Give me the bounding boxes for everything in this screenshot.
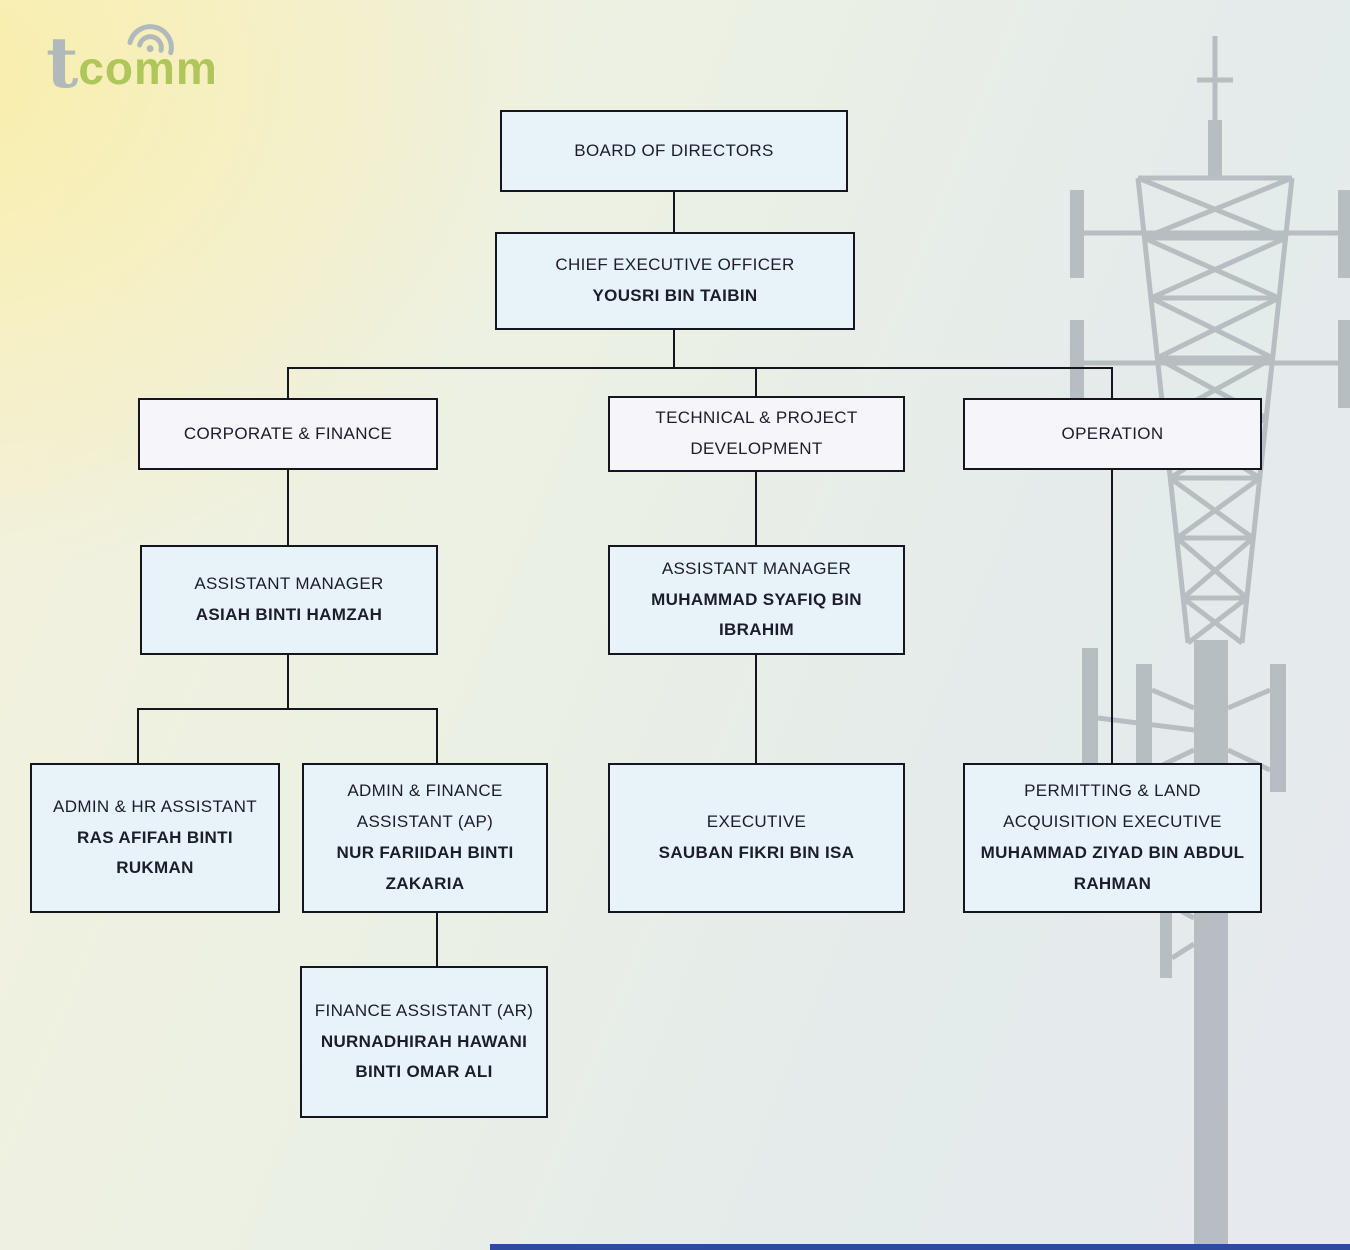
node-person-name: NURNADHIRAH HAWANI BINTI OMAR ALI <box>320 1031 528 1082</box>
connector <box>137 708 139 763</box>
node-title: OPERATION <box>1061 423 1164 443</box>
connector <box>673 330 675 367</box>
connector <box>1111 367 1113 398</box>
node-title: ADMIN & FINANCE ASSISTANT (AP) <box>347 781 503 832</box>
node-technical-project-development: TECHNICAL & PROJECT DEVELOPMENT <box>608 396 905 472</box>
node-person-name: NUR FARIIDAH BINTI ZAKARIA <box>336 843 514 893</box>
node-permitting-land-acquisition-executive: PERMITTING & LAND ACQUISITION EXECUTIVE … <box>963 763 1262 913</box>
node-title: FINANCE ASSISTANT (AR) <box>314 1000 534 1020</box>
connector <box>673 192 675 232</box>
connector <box>287 470 289 545</box>
node-assistant-manager-corporate: ASSISTANT MANAGER ASIAH BINTI HAMZAH <box>140 545 438 655</box>
node-admin-hr-assistant: ADMIN & HR ASSISTANT RAS AFIFAH BINTI RU… <box>30 763 280 913</box>
node-title: TECHNICAL & PROJECT DEVELOPMENT <box>655 408 858 458</box>
connector <box>755 655 757 763</box>
node-person-name: MUHAMMAD ZIYAD BIN ABDUL RAHMAN <box>980 843 1245 893</box>
node-title: ASSISTANT MANAGER <box>661 558 852 578</box>
connector <box>287 367 1113 369</box>
node-person-name: MUHAMMAD SYAFIQ BIN IBRAHIM <box>651 589 862 640</box>
node-title: ADMIN & HR ASSISTANT <box>53 796 257 816</box>
node-board-of-directors: BOARD OF DIRECTORS <box>500 110 848 192</box>
brand-logo-t: t <box>46 21 79 104</box>
connector <box>137 708 438 710</box>
connector <box>436 708 438 763</box>
cell-tower-graphic <box>1070 36 1350 1250</box>
node-executive: EXECUTIVE SAUBAN FIKRI BIN ISA <box>608 763 905 913</box>
node-title: PERMITTING & LAND ACQUISITION EXECUTIVE <box>1003 781 1222 832</box>
wifi-icon <box>127 24 174 56</box>
node-admin-finance-assistant-ap: ADMIN & FINANCE ASSISTANT (AP) NUR FARII… <box>302 763 548 913</box>
node-person-name: RAS AFIFAH BINTI RUKMAN <box>77 827 233 878</box>
node-assistant-manager-technical: ASSISTANT MANAGER MUHAMMAD SYAFIQ BIN IB… <box>608 545 905 655</box>
connector <box>287 655 289 710</box>
connector <box>1111 470 1113 763</box>
node-operation: OPERATION <box>963 398 1262 470</box>
connector <box>436 913 438 966</box>
node-title: CORPORATE & FINANCE <box>183 423 393 443</box>
bottom-accent-bar <box>490 1244 1350 1250</box>
brand-logo: t comm <box>46 21 218 104</box>
connector <box>755 472 757 545</box>
connector <box>755 367 757 396</box>
node-corporate-finance: CORPORATE & FINANCE <box>138 398 438 470</box>
brand-logo-comm: comm <box>78 41 218 94</box>
node-person-name: ASIAH BINTI HAMZAH <box>195 605 383 624</box>
node-person-name: YOUSRI BIN TAIBIN <box>592 286 758 305</box>
node-title: EXECUTIVE <box>706 812 807 832</box>
connector <box>287 367 289 398</box>
node-title: CHIEF EXECUTIVE OFFICER <box>555 255 795 275</box>
node-ceo: CHIEF EXECUTIVE OFFICER YOUSRI BIN TAIBI… <box>495 232 855 330</box>
node-person-name: SAUBAN FIKRI BIN ISA <box>658 843 855 862</box>
node-title: ASSISTANT MANAGER <box>194 574 384 594</box>
node-title: BOARD OF DIRECTORS <box>574 140 774 160</box>
node-finance-assistant-ar: FINANCE ASSISTANT (AR) NURNADHIRAH HAWAN… <box>300 966 548 1118</box>
